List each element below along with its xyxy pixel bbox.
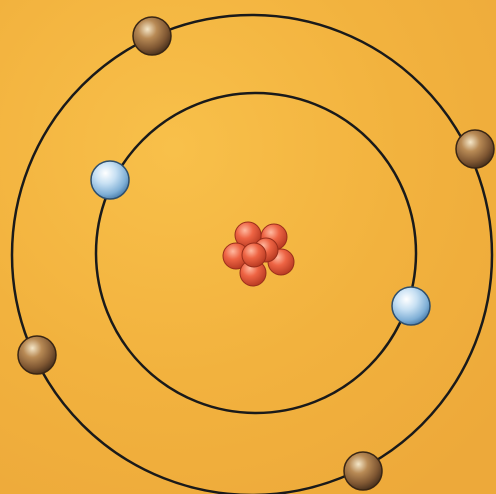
outer-electron — [133, 17, 171, 55]
inner-electron — [91, 161, 129, 199]
outer-electron — [344, 452, 382, 490]
outer-electron — [18, 336, 56, 374]
nucleus-particle — [242, 243, 266, 267]
outer-electron — [456, 130, 494, 168]
inner-electron — [392, 287, 430, 325]
